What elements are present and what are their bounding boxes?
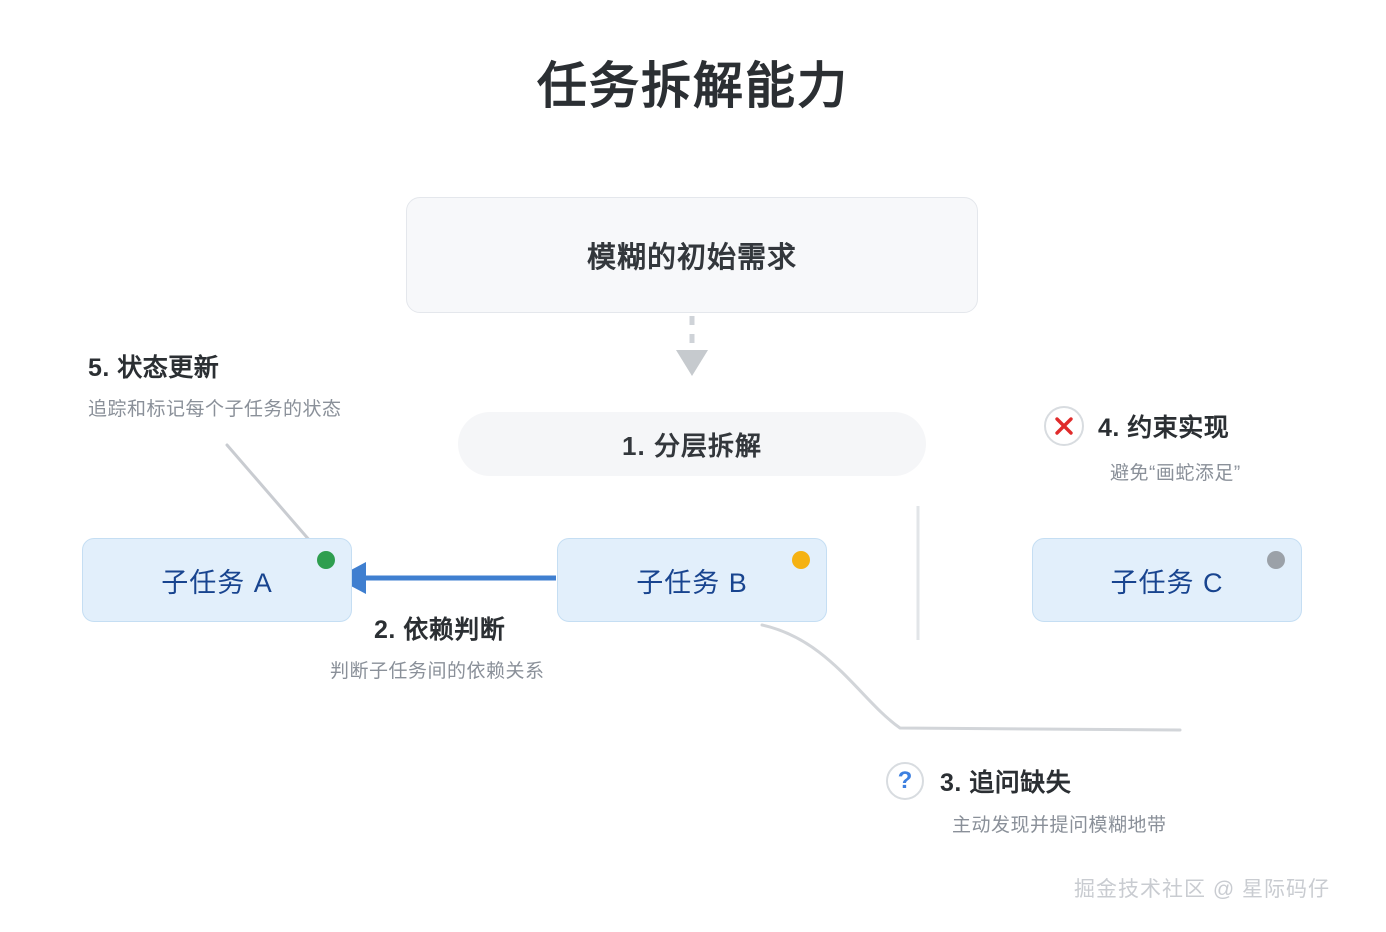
task-card-c-label: 子任务 C — [1110, 567, 1224, 598]
status-dot-in-progress-icon — [792, 551, 810, 569]
annotation-dependency: 2. 依赖判断 判断子任务间的依赖关系 — [330, 610, 545, 683]
root-node[interactable]: 模糊的初始需求 — [406, 197, 978, 313]
x-circle-icon — [1044, 406, 1084, 446]
task-card-a-label: 子任务 A — [161, 567, 273, 598]
annotation-status-update-title: 5. 状态更新 — [88, 354, 220, 382]
annotation-status-update-subtitle: 追踪和标记每个子任务的状态 — [88, 399, 342, 420]
task-card-c[interactable]: 子任务 C — [1032, 538, 1302, 622]
annotation-question: ? 3. 追问缺失 主动发现并提问模糊地带 — [886, 762, 1167, 837]
annotation-dependency-subtitle: 判断子任务间的依赖关系 — [330, 661, 545, 682]
question-circle-icon: ? — [886, 762, 924, 800]
task-card-b-label: 子任务 B — [636, 567, 748, 598]
dependency-arrow — [336, 562, 556, 594]
question-leader-line — [760, 623, 1182, 732]
stage-node-label: 1. 分层拆解 — [622, 430, 762, 461]
status-dot-pending-icon — [1267, 551, 1285, 569]
status-dot-done-icon — [317, 551, 335, 569]
task-card-a[interactable]: 子任务 A — [82, 538, 352, 622]
root-node-label: 模糊的初始需求 — [586, 242, 797, 274]
annotation-constraint-title: 4. 约束实现 — [1098, 414, 1230, 442]
annotation-question-title: 3. 追问缺失 — [940, 769, 1072, 797]
annotation-dependency-title: 2. 依赖判断 — [374, 616, 506, 644]
task-card-b[interactable]: 子任务 B — [557, 538, 827, 622]
annotation-question-subtitle: 主动发现并提问模糊地带 — [952, 815, 1167, 836]
stage-node-decompose[interactable]: 1. 分层拆解 — [458, 412, 926, 476]
annotation-constraint: 4. 约束实现 避免“画蛇添足” — [1044, 406, 1241, 485]
page-title: 任务拆解能力 — [537, 58, 849, 114]
annotation-status-update: 5. 状态更新 追踪和标记每个子任务的状态 — [88, 348, 342, 421]
watermark: 掘金技术社区 @ 星际码仔 — [1074, 878, 1330, 901]
annotation-constraint-subtitle: 避免“画蛇添足” — [1110, 463, 1241, 484]
status-leader-line — [225, 443, 319, 551]
dashed-down-arrow — [676, 316, 708, 376]
